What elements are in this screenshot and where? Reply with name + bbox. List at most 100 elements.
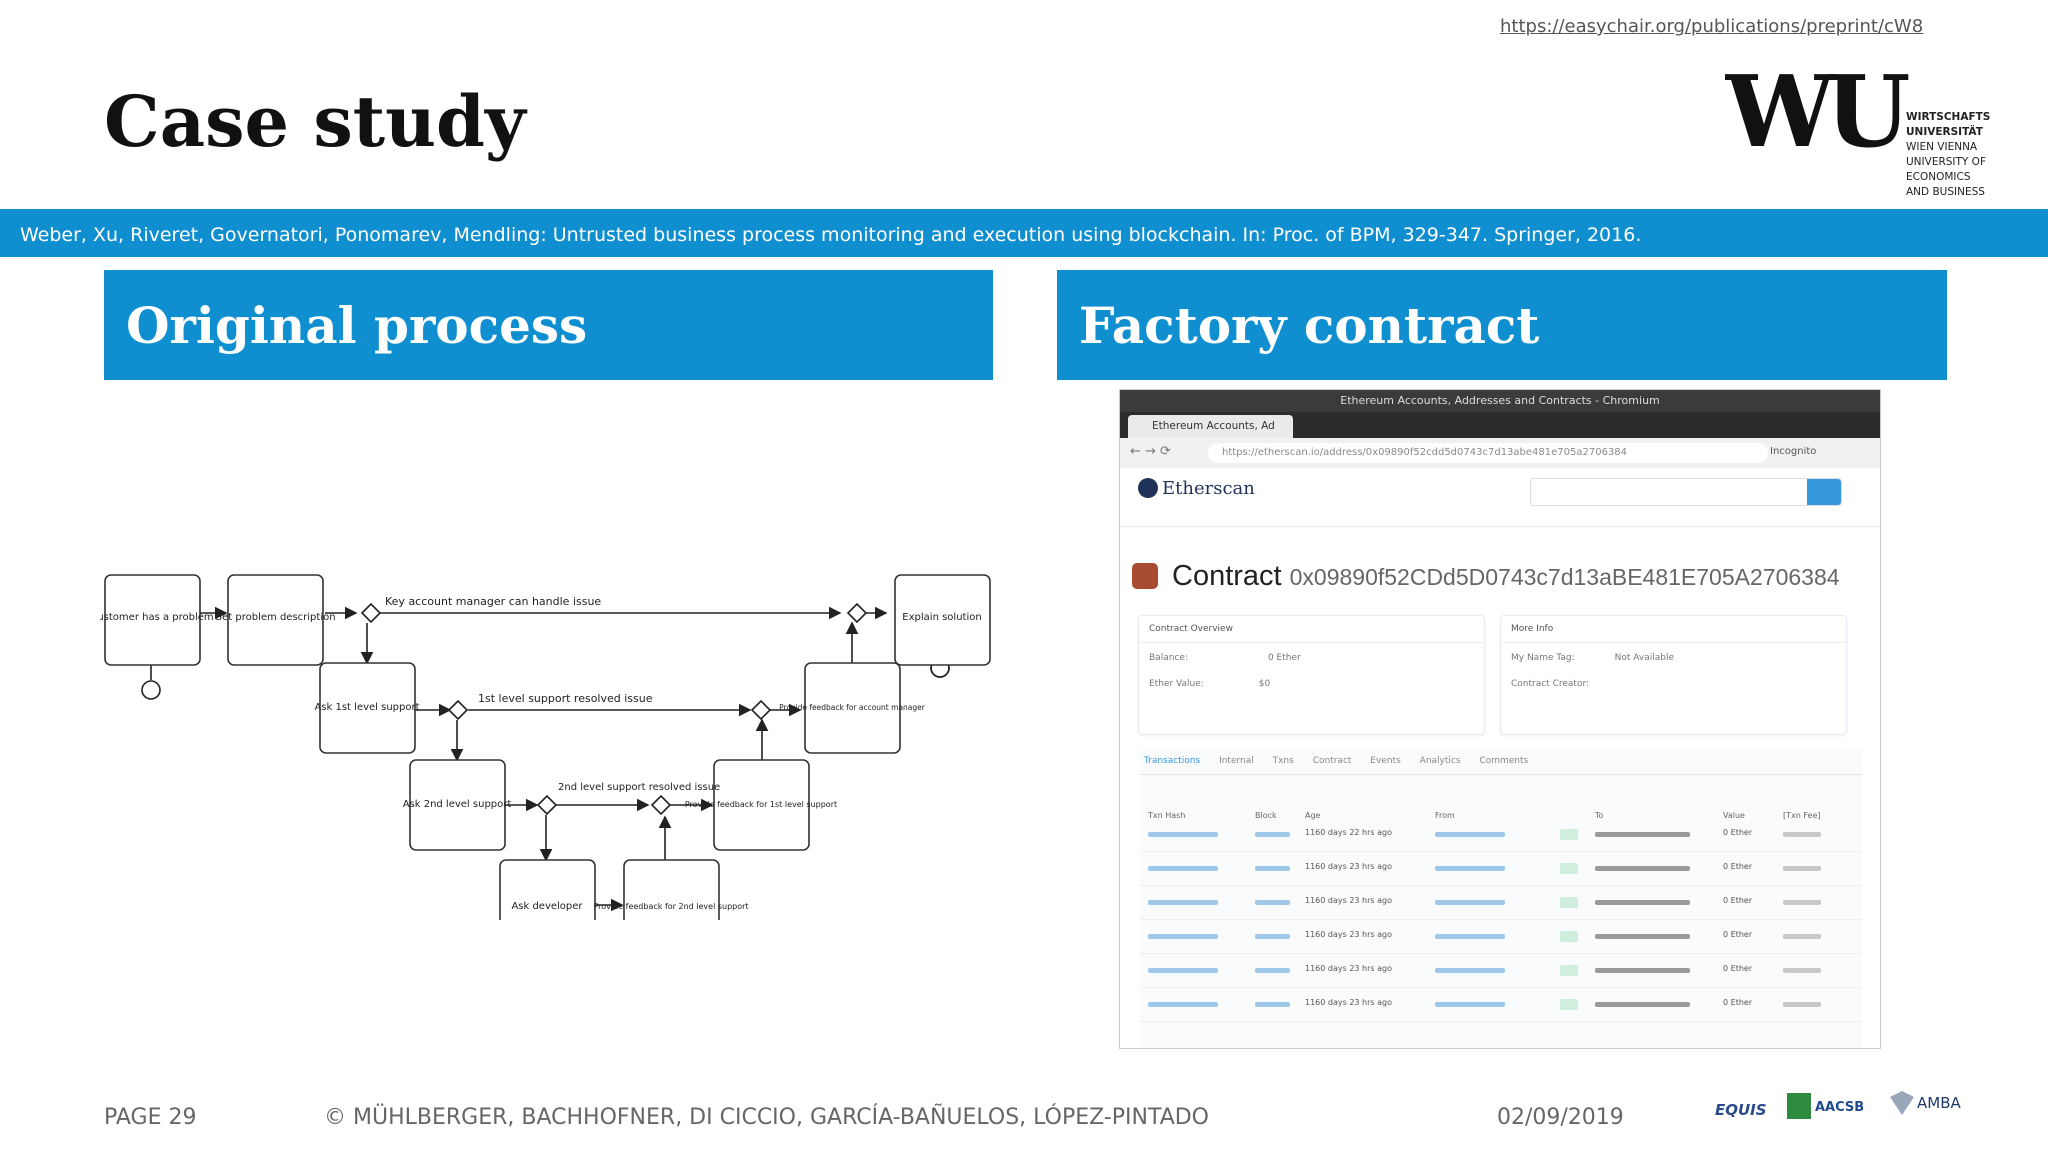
ether-value-label: Ether Value: — [1149, 679, 1204, 689]
table-row[interactable]: 1160 days 23 hrs ago 0 Ether — [1140, 954, 1862, 988]
logo-line: ECONOMICS — [1906, 171, 1971, 183]
equis-logo: EQUIS — [1715, 1101, 1767, 1119]
redacted-cell — [1783, 832, 1821, 837]
browser-toolbar: ← → ⟳ https://etherscan.io/address/0x098… — [1120, 438, 1880, 469]
row-age: 1160 days 23 hrs ago — [1305, 862, 1392, 871]
gateways — [360, 602, 868, 816]
redacted-cell — [1783, 900, 1821, 905]
name-tag-value: Not Available — [1614, 653, 1675, 663]
etherscan-header: Etherscan — [1120, 468, 1880, 527]
browser-tab[interactable]: Ethereum Accounts, Ad — [1128, 415, 1293, 438]
tab-comments: Comments — [1479, 756, 1529, 766]
task-feedback-1st-level: Provide feedback for 1st level support — [685, 800, 837, 809]
redacted-cell — [1148, 866, 1218, 871]
overview-title: Contract Overview — [1139, 616, 1484, 643]
row-age: 1160 days 23 hrs ago — [1305, 998, 1392, 1007]
name-tag-label: My Name Tag: — [1511, 653, 1575, 663]
col-block: Block — [1255, 811, 1277, 820]
address-bar[interactable]: https://etherscan.io/address/0x09890f52c… — [1208, 443, 1768, 463]
page-number: PAGE 29 — [104, 1105, 197, 1130]
logo-line: UNIVERSITY OF — [1906, 156, 1986, 168]
redacted-cell — [1255, 1002, 1290, 1007]
redacted-cell — [1148, 934, 1218, 939]
contract-avatar-icon — [1132, 563, 1158, 589]
tab-transactions: Transactions — [1144, 756, 1201, 766]
in-badge — [1560, 931, 1578, 942]
etherscan-logo[interactable]: Etherscan — [1138, 478, 1255, 499]
col-value: Value — [1723, 811, 1745, 820]
redacted-cell — [1148, 968, 1218, 973]
col-txn-hash: Txn Hash — [1148, 811, 1186, 820]
redacted-cell — [1435, 900, 1505, 905]
start-event-icon — [141, 680, 161, 700]
transaction-tabs[interactable]: Transactions Internal Txns Contract Even… — [1140, 748, 1862, 775]
authors-copyright: © MÜHLBERGER, BACHHOFNER, DI CICCIO, GAR… — [324, 1105, 1209, 1130]
preprint-url-link[interactable]: https://easychair.org/publications/prepr… — [1500, 16, 1924, 37]
amba-logo: AMBA — [1917, 1094, 1961, 1112]
incognito-label: Incognito — [1770, 446, 1817, 457]
redacted-cell — [1255, 934, 1290, 939]
redacted-cell — [1595, 934, 1690, 939]
task-explain-solution: Explain solution — [902, 612, 981, 623]
row-value: 0 Ether — [1723, 896, 1753, 905]
redacted-cell — [1783, 866, 1821, 871]
tab-events: Events — [1370, 756, 1401, 766]
row-value: 0 Ether — [1723, 998, 1753, 1007]
redacted-cell — [1595, 900, 1690, 905]
citation-band — [0, 209, 2048, 257]
col-age: Age — [1305, 811, 1321, 820]
logo-line: AND BUSINESS — [1906, 186, 1985, 198]
back-forward-reload-icon[interactable]: ← → ⟳ — [1130, 444, 1171, 459]
row-age: 1160 days 22 hrs ago — [1305, 828, 1392, 837]
task-ask-developer: Ask developer — [511, 901, 583, 912]
task-get-problem-description: Get problem description — [214, 612, 335, 623]
contract-address[interactable]: 0x09890f52CDd5D0743c7d13aBE481E705A27063… — [1289, 564, 1840, 590]
contract-overview-card: Contract Overview Balance:0 Ether Ether … — [1138, 615, 1485, 735]
tab-internal-txns: Internal Txns — [1219, 756, 1294, 766]
edge-label-1st-level: 1st level support resolved issue — [478, 692, 653, 705]
window-title: Ethereum Accounts, Addresses and Contrac… — [1120, 390, 1880, 412]
browser-tab-strip: Ethereum Accounts, Ad — [1120, 412, 1880, 438]
search-icon[interactable] — [1807, 479, 1841, 505]
bpmn-process-diagram: Customer has a problem Get problem descr… — [100, 574, 991, 920]
accreditation-logos: EQUIS AACSB AMBA — [1715, 1091, 1961, 1119]
col-from: From — [1435, 811, 1455, 820]
redacted-cell — [1595, 1002, 1690, 1007]
table-row[interactable]: 1160 days 23 hrs ago 0 Ether — [1140, 988, 1862, 1022]
col-to: To — [1595, 811, 1604, 820]
table-row[interactable]: 1160 days 22 hrs ago 0 Ether — [1140, 818, 1862, 852]
redacted-cell — [1255, 866, 1290, 871]
redacted-cell — [1595, 866, 1690, 871]
logo-line: WIEN VIENNA — [1906, 141, 1978, 153]
transactions-panel: Transactions Internal Txns Contract Even… — [1140, 748, 1862, 1048]
redacted-cell — [1255, 832, 1290, 837]
redacted-cell — [1783, 1002, 1821, 1007]
wu-logo: WU — [1725, 58, 1919, 170]
redacted-cell — [1435, 968, 1505, 973]
row-value: 0 Ether — [1723, 964, 1753, 973]
redacted-cell — [1783, 968, 1821, 973]
factory-contract-header: Factory contract — [1057, 270, 1947, 380]
logo-line: WIRTSCHAFTS — [1906, 111, 1991, 123]
contract-label: Contract — [1172, 560, 1282, 592]
in-badge — [1560, 863, 1578, 874]
wu-logo-mark: WU — [1725, 58, 1909, 170]
task-ask-1st-level: Ask 1st level support — [314, 702, 419, 713]
etherscan-search[interactable] — [1530, 478, 1842, 506]
aacsb-logo: AACSB — [1815, 1100, 1864, 1115]
in-badge — [1560, 897, 1578, 908]
row-value: 0 Ether — [1723, 828, 1753, 837]
redacted-cell — [1148, 900, 1218, 905]
aacsb-logo-icon — [1787, 1093, 1811, 1119]
balance-label: Balance: — [1149, 653, 1188, 663]
in-badge — [1560, 965, 1578, 976]
task-ask-2nd-level: Ask 2nd level support — [403, 799, 512, 810]
transaction-rows: 1160 days 22 hrs ago 0 Ether 1160 days 23 … — [1140, 818, 1862, 1022]
row-value: 0 Ether — [1723, 930, 1753, 939]
row-age: 1160 days 23 hrs ago — [1305, 964, 1392, 973]
in-badge — [1560, 999, 1578, 1010]
redacted-cell — [1435, 934, 1505, 939]
